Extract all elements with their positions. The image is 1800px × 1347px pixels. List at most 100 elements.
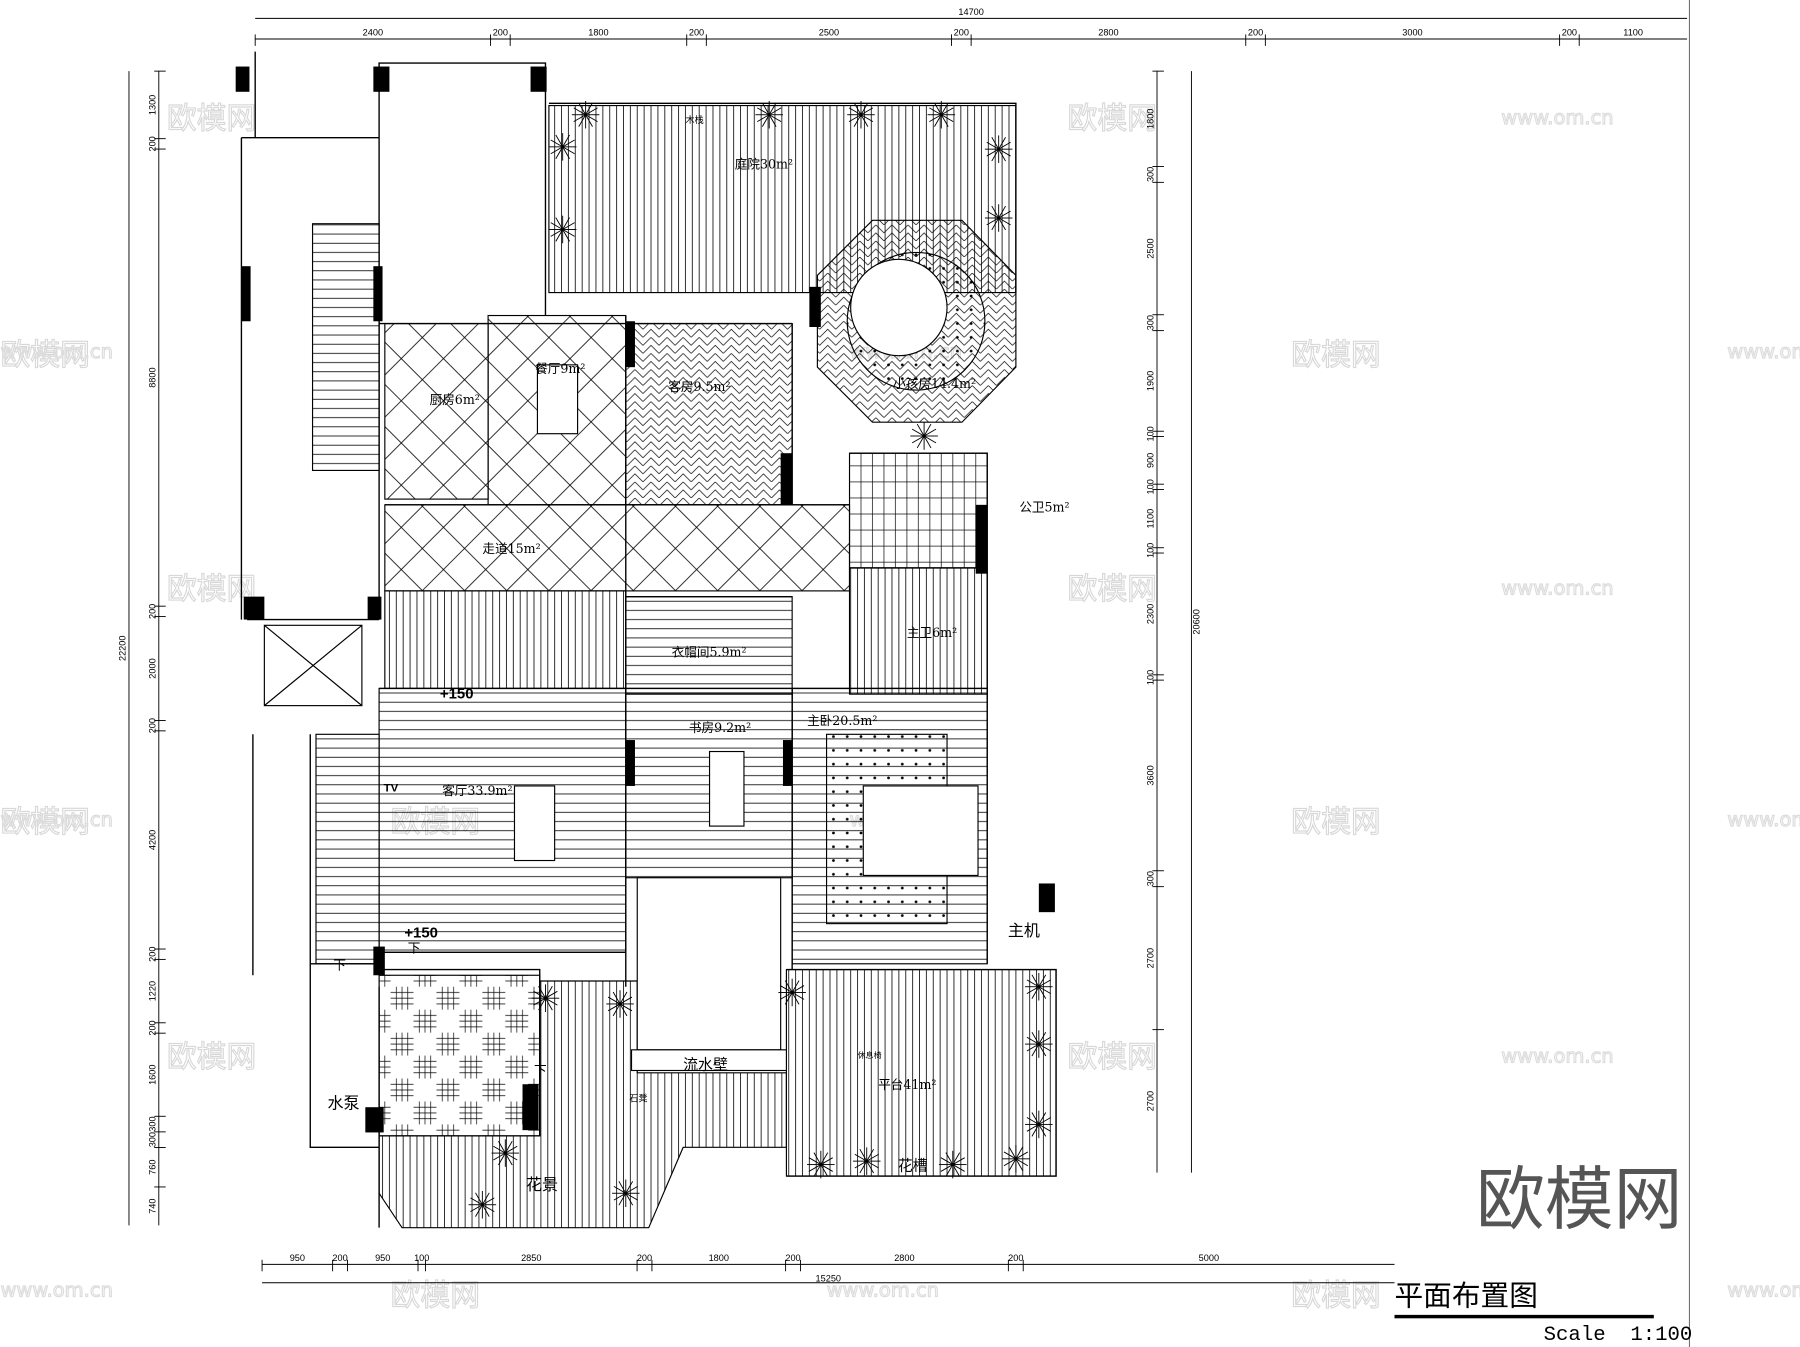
tv-label: TV bbox=[384, 783, 399, 795]
dimension-lines bbox=[128, 0, 1690, 1347]
label-master-bedroom: 主卧20.5m² bbox=[807, 713, 877, 728]
hall-floor bbox=[384, 590, 627, 689]
label-courtyard: 庭院30m² bbox=[735, 157, 793, 172]
label-dining: 餐厅9m² bbox=[535, 361, 585, 376]
dimension-left-8: 1220 bbox=[147, 981, 157, 1001]
dimension-left-1: 200 bbox=[147, 136, 157, 151]
dimension-top-total: 14700 bbox=[958, 7, 983, 17]
dining-table bbox=[536, 364, 579, 435]
watermark-url: www.om.cn bbox=[1501, 576, 1613, 599]
label-corridor: 走道15m² bbox=[482, 541, 540, 556]
plant-icon bbox=[468, 1190, 497, 1219]
dimension-top-8: 3000 bbox=[1402, 28, 1422, 38]
watermark: 欧模网 bbox=[167, 572, 256, 607]
plant-icon bbox=[1025, 1110, 1053, 1139]
label-public-bath: 公卫5m² bbox=[1019, 500, 1069, 515]
plant-icon bbox=[612, 1179, 640, 1208]
dimension-bottom-7: 200 bbox=[785, 1253, 800, 1263]
dimension-top-0: 2400 bbox=[363, 28, 383, 38]
walls bbox=[235, 51, 1057, 1228]
study-floor bbox=[625, 687, 793, 879]
plant-icon bbox=[548, 133, 577, 161]
label-child-room: 小孩房14.4m² bbox=[893, 376, 976, 391]
watermark-url: www.om.cn bbox=[1727, 1279, 1800, 1302]
watermark-url: www.om.cn bbox=[1727, 808, 1800, 831]
dimension-left-12: 300 bbox=[147, 1132, 157, 1147]
plant-icon bbox=[571, 100, 600, 129]
label-lounge-chair: 休息椅 bbox=[858, 1050, 882, 1060]
plant-icon bbox=[1025, 972, 1053, 1001]
dimension-left-10: 1600 bbox=[147, 1065, 157, 1085]
plant-icon bbox=[548, 215, 577, 244]
dimension-bottom-9: 200 bbox=[1008, 1253, 1023, 1263]
dimension-right-10: 2300 bbox=[1146, 604, 1156, 624]
plant-icon bbox=[606, 990, 634, 1018]
corridor-floor bbox=[384, 504, 851, 592]
stairs-lower bbox=[315, 733, 380, 965]
dimension-right-13: 300 bbox=[1146, 871, 1156, 886]
dimension-bottom-0: 950 bbox=[290, 1253, 305, 1263]
dimension-right-3: 300 bbox=[1146, 315, 1156, 330]
dimension-top-3: 200 bbox=[689, 28, 704, 38]
watermark: 欧模网 bbox=[167, 102, 256, 137]
terrace-floor bbox=[785, 968, 1057, 1177]
dimension-left-total: 22200 bbox=[118, 636, 128, 661]
stair-down-3: 下 bbox=[408, 940, 421, 955]
drawing-scale: Scale 1:100 bbox=[1544, 1324, 1693, 1347]
dimension-right-12: 3600 bbox=[1146, 765, 1156, 785]
plant-icon bbox=[847, 100, 875, 129]
drawing-title: 平面布置图 bbox=[1395, 1279, 1538, 1313]
dimension-left-3: 200 bbox=[147, 604, 157, 619]
dimension-top-1: 200 bbox=[493, 28, 508, 38]
plant-icon bbox=[927, 100, 956, 129]
watermark: 欧模网 bbox=[1068, 1040, 1157, 1075]
plant-icon bbox=[1002, 1145, 1030, 1173]
plants bbox=[468, 100, 1053, 1219]
stairs-upper bbox=[311, 223, 380, 471]
dimension-bottom-4: 2850 bbox=[521, 1253, 541, 1263]
dimension-left-5: 200 bbox=[147, 718, 157, 733]
lower-deck-floor bbox=[378, 974, 541, 1137]
guest-room-floor bbox=[625, 322, 793, 506]
room-labels: 庭院30m² 木栈 厨房6m² 餐厅9m² 客房9.5m² 小孩房14.4m² … bbox=[327, 114, 1069, 1194]
plant-icon bbox=[1025, 1030, 1053, 1058]
dimension-left-0: 1300 bbox=[147, 95, 157, 115]
label-closet: 衣帽间5.9m² bbox=[672, 644, 747, 659]
dimension-right-8: 1100 bbox=[1146, 509, 1156, 529]
dimension-right-6: 900 bbox=[1146, 453, 1156, 468]
dimension-left-4: 2000 bbox=[147, 658, 157, 678]
plant-icon bbox=[852, 1147, 881, 1175]
watermark: 欧模网 bbox=[0, 338, 89, 373]
dimension-left-6: 4200 bbox=[147, 830, 157, 850]
watermark-url: www.om.cn bbox=[0, 1279, 112, 1302]
water-wall bbox=[630, 1049, 787, 1072]
dimension-bottom-3: 100 bbox=[414, 1253, 429, 1263]
level-marker-2: +150 bbox=[404, 925, 438, 941]
dimension-bottom-1: 200 bbox=[332, 1253, 347, 1263]
dimension-right-14: 2700 bbox=[1146, 948, 1156, 968]
label-wood-boat: 木栈 bbox=[685, 114, 703, 126]
label-kitchen: 厨房6m² bbox=[430, 392, 480, 407]
title-block: 欧模网 平面布置图 Scale 1:100 bbox=[1394, 1160, 1693, 1347]
dimension-right-15: 2700 bbox=[1146, 1091, 1156, 1111]
dimension-left-11: 300 bbox=[147, 1116, 157, 1131]
coffee-table bbox=[513, 785, 556, 862]
void bbox=[636, 877, 782, 1051]
watermark-url: www.om.cn bbox=[827, 1279, 939, 1302]
dimension-left-7: 200 bbox=[147, 947, 157, 962]
dimension-left-9: 200 bbox=[147, 1020, 157, 1035]
round-bed bbox=[850, 258, 948, 357]
label-living-room: 客厅33.9m² bbox=[442, 783, 512, 798]
label-water-wall: 流水壁 bbox=[683, 1055, 728, 1073]
watermark-url: www.om.cn bbox=[1501, 106, 1613, 129]
watermark-url: www.om.cn bbox=[0, 340, 112, 363]
dimension-right-total: 20600 bbox=[1191, 609, 1201, 634]
label-stone-bench: 石凳 bbox=[629, 1093, 647, 1104]
dimension-bottom-6: 1800 bbox=[709, 1253, 729, 1263]
level-marker-1: +150 bbox=[440, 687, 474, 703]
dimension-right-0: 1800 bbox=[1146, 109, 1156, 129]
plant-icon bbox=[910, 422, 938, 450]
